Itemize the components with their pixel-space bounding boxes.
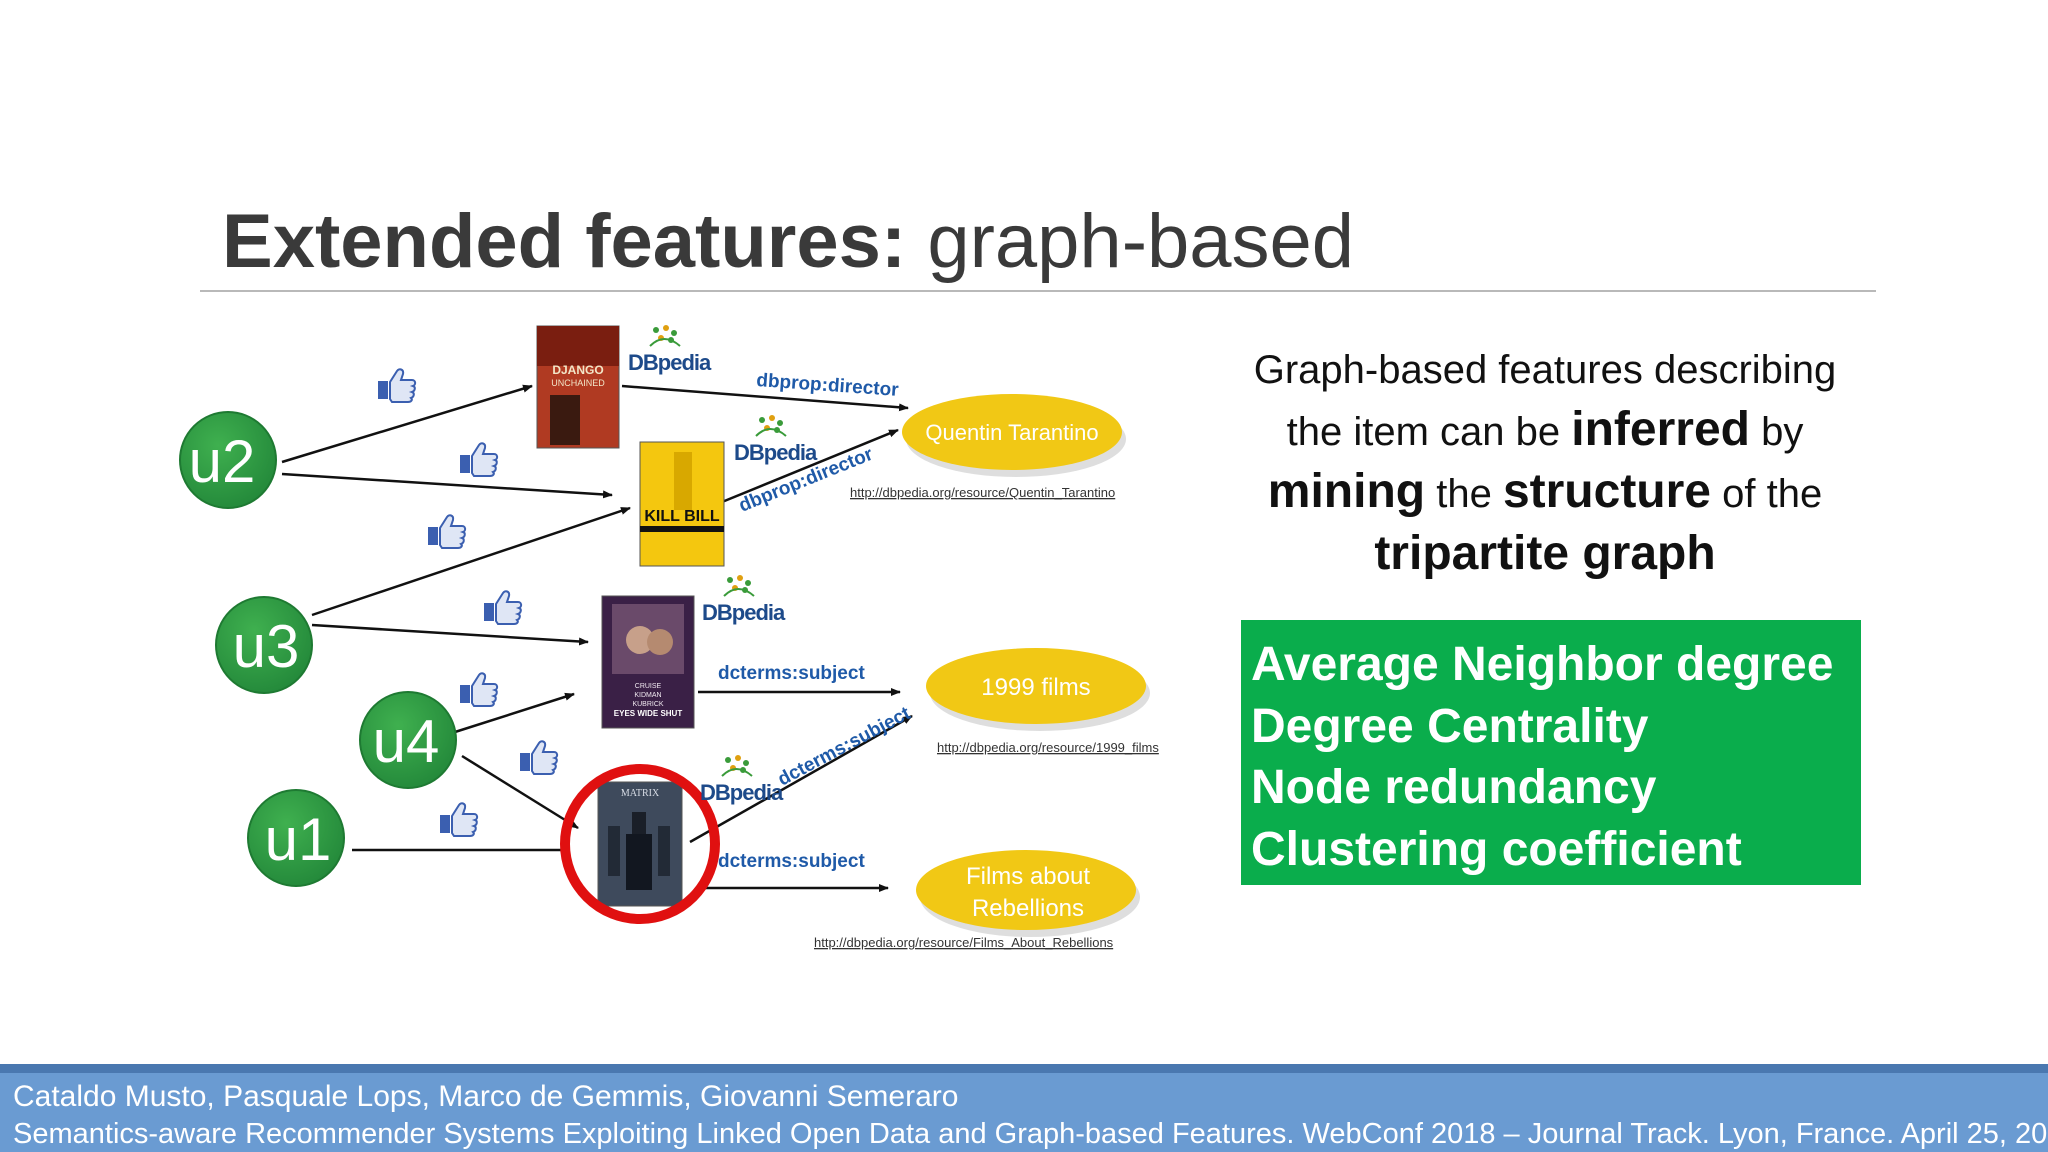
footer-citation: Semantics-aware Recommender Systems Expl…	[13, 1116, 2048, 1152]
edge-killbill-tarantino	[721, 428, 899, 504]
emphasis-mining: mining	[1267, 465, 1426, 518]
entity-label: Quentin Tarantino	[925, 420, 1098, 445]
entity-label-line: Films about	[966, 863, 1090, 890]
tripartite-graph: u2 u3 u4 u1 DJANGO UNCHAINED KILL BILL C…	[179, 324, 1159, 950]
footer-paper-title: Semantics-aware Recommender Systems Expl…	[13, 1118, 1295, 1150]
edge-django-tarantino	[621, 384, 909, 412]
user-label: u3	[233, 613, 300, 680]
thumbs-up-icon	[427, 514, 467, 549]
edge-u4-matrix	[461, 754, 579, 830]
svg-text:CRUISE: CRUISE	[635, 683, 662, 690]
user-label: u4	[373, 708, 440, 775]
user-label: u1	[265, 806, 332, 873]
poster-title: MATRIX	[621, 788, 660, 799]
thumbs-up-icon	[519, 740, 559, 775]
dbpedia-logo: DBpedia	[702, 574, 787, 625]
user-label: u2	[189, 428, 256, 495]
movie-poster-killbill: KILL BILL	[639, 441, 725, 567]
edge-label-director: dbprop:director	[756, 370, 900, 401]
poster-title: EYES WIDE SHUT	[614, 709, 683, 718]
description-line: Graph-based features describing	[1253, 348, 1837, 392]
thumbs-up-icon	[377, 368, 417, 403]
dbpedia-label: DBpedia	[700, 780, 784, 805]
svg-text:UNCHAINED: UNCHAINED	[551, 378, 605, 388]
description-line: the item can be inferred by	[1286, 403, 1804, 456]
movie-poster-eyes-wide-shut: CRUISE KIDMAN KUBRICK EYES WIDE SHUT	[601, 595, 695, 729]
entity-url: http://dbpedia.org/resource/Films_About_…	[814, 935, 1114, 950]
entity-label: 1999 films	[981, 674, 1090, 701]
edge-label-subject: dcterms:subject	[774, 703, 914, 791]
edge-u3-killbill	[311, 506, 631, 617]
svg-text:KIDMAN: KIDMAN	[634, 692, 661, 699]
dbpedia-logo: DBpedia	[628, 324, 713, 375]
poster-title: KILL BILL	[644, 508, 719, 525]
feature-item: Clustering coefficient	[1251, 822, 1742, 876]
emphasis-inferred: inferred	[1571, 403, 1750, 456]
user-node-u1: u1	[247, 789, 345, 887]
feature-item: Degree Centrality	[1251, 699, 1649, 753]
entity-url: http://dbpedia.org/resource/1999_films	[937, 740, 1159, 755]
emphasis-tripartite-graph: tripartite graph	[1374, 527, 1716, 580]
thumbs-up-icon	[483, 590, 523, 625]
edge-matrix-1999	[689, 714, 913, 844]
slide-footer: Cataldo Musto, Pasquale Lops, Marco de G…	[0, 1064, 2048, 1152]
dbpedia-logo: DBpedia	[700, 754, 785, 805]
entity-label-line: Rebellions	[972, 895, 1084, 922]
title-light: graph-based	[927, 199, 1355, 284]
entity-node-quentin-tarantino: Quentin Tarantino	[902, 394, 1126, 477]
movie-poster-django: DJANGO UNCHAINED	[536, 325, 620, 449]
dbpedia-label: DBpedia	[734, 440, 818, 465]
dbpedia-label: DBpedia	[702, 600, 786, 625]
description-line: mining the structure of the	[1267, 465, 1823, 518]
edge-label-subject: dcterms:subject	[718, 663, 865, 684]
title-bold: Extended features:	[222, 199, 907, 284]
user-node-u4: u4	[359, 691, 457, 789]
thumbs-up-icon	[439, 802, 479, 837]
feature-item: Node redundancy	[1251, 761, 1657, 814]
graph-description: Graph-based features describing the item…	[1210, 340, 1880, 586]
dbpedia-logo: DBpedia	[734, 414, 819, 465]
entity-node-1999-films: 1999 films	[926, 648, 1150, 731]
title-divider	[200, 290, 1876, 292]
thumbs-up-icon	[459, 442, 499, 477]
dbpedia-label: DBpedia	[628, 350, 712, 375]
user-node-u3: u3	[215, 596, 313, 694]
description-line: tripartite graph	[1210, 524, 1880, 586]
movie-poster-matrix: MATRIX	[597, 781, 683, 907]
entity-url: http://dbpedia.org/resource/Quentin_Tara…	[850, 485, 1115, 500]
highlighted-item-ring	[560, 764, 720, 924]
edge-u4-eyeswideshut	[454, 692, 575, 734]
edge-u3-eyeswideshut	[311, 623, 589, 646]
feature-list-box: Average Neighbor degree Degree Centralit…	[1241, 620, 1861, 885]
slide-title: Extended features: graph-based	[222, 196, 1354, 288]
footer-place-date: Lyon, France. April 25, 2018	[1717, 1118, 2048, 1150]
edge-u2-killbill	[281, 472, 613, 499]
footer-authors: Cataldo Musto, Pasquale Lops, Marco de G…	[13, 1080, 959, 1113]
footer-venue: WebConf 2018 – Journal Track.	[1294, 1118, 1718, 1150]
edge-u2-django	[281, 384, 533, 464]
svg-text:KUBRICK: KUBRICK	[632, 701, 663, 708]
emphasis-structure: structure	[1502, 465, 1711, 518]
thumbs-up-icon	[459, 672, 499, 707]
feature-item: Average Neighbor degree	[1251, 638, 1834, 691]
poster-title: DJANGO	[552, 363, 603, 377]
user-node-u2: u2	[179, 411, 277, 509]
edge-label-subject: dcterms:subject	[718, 851, 865, 872]
